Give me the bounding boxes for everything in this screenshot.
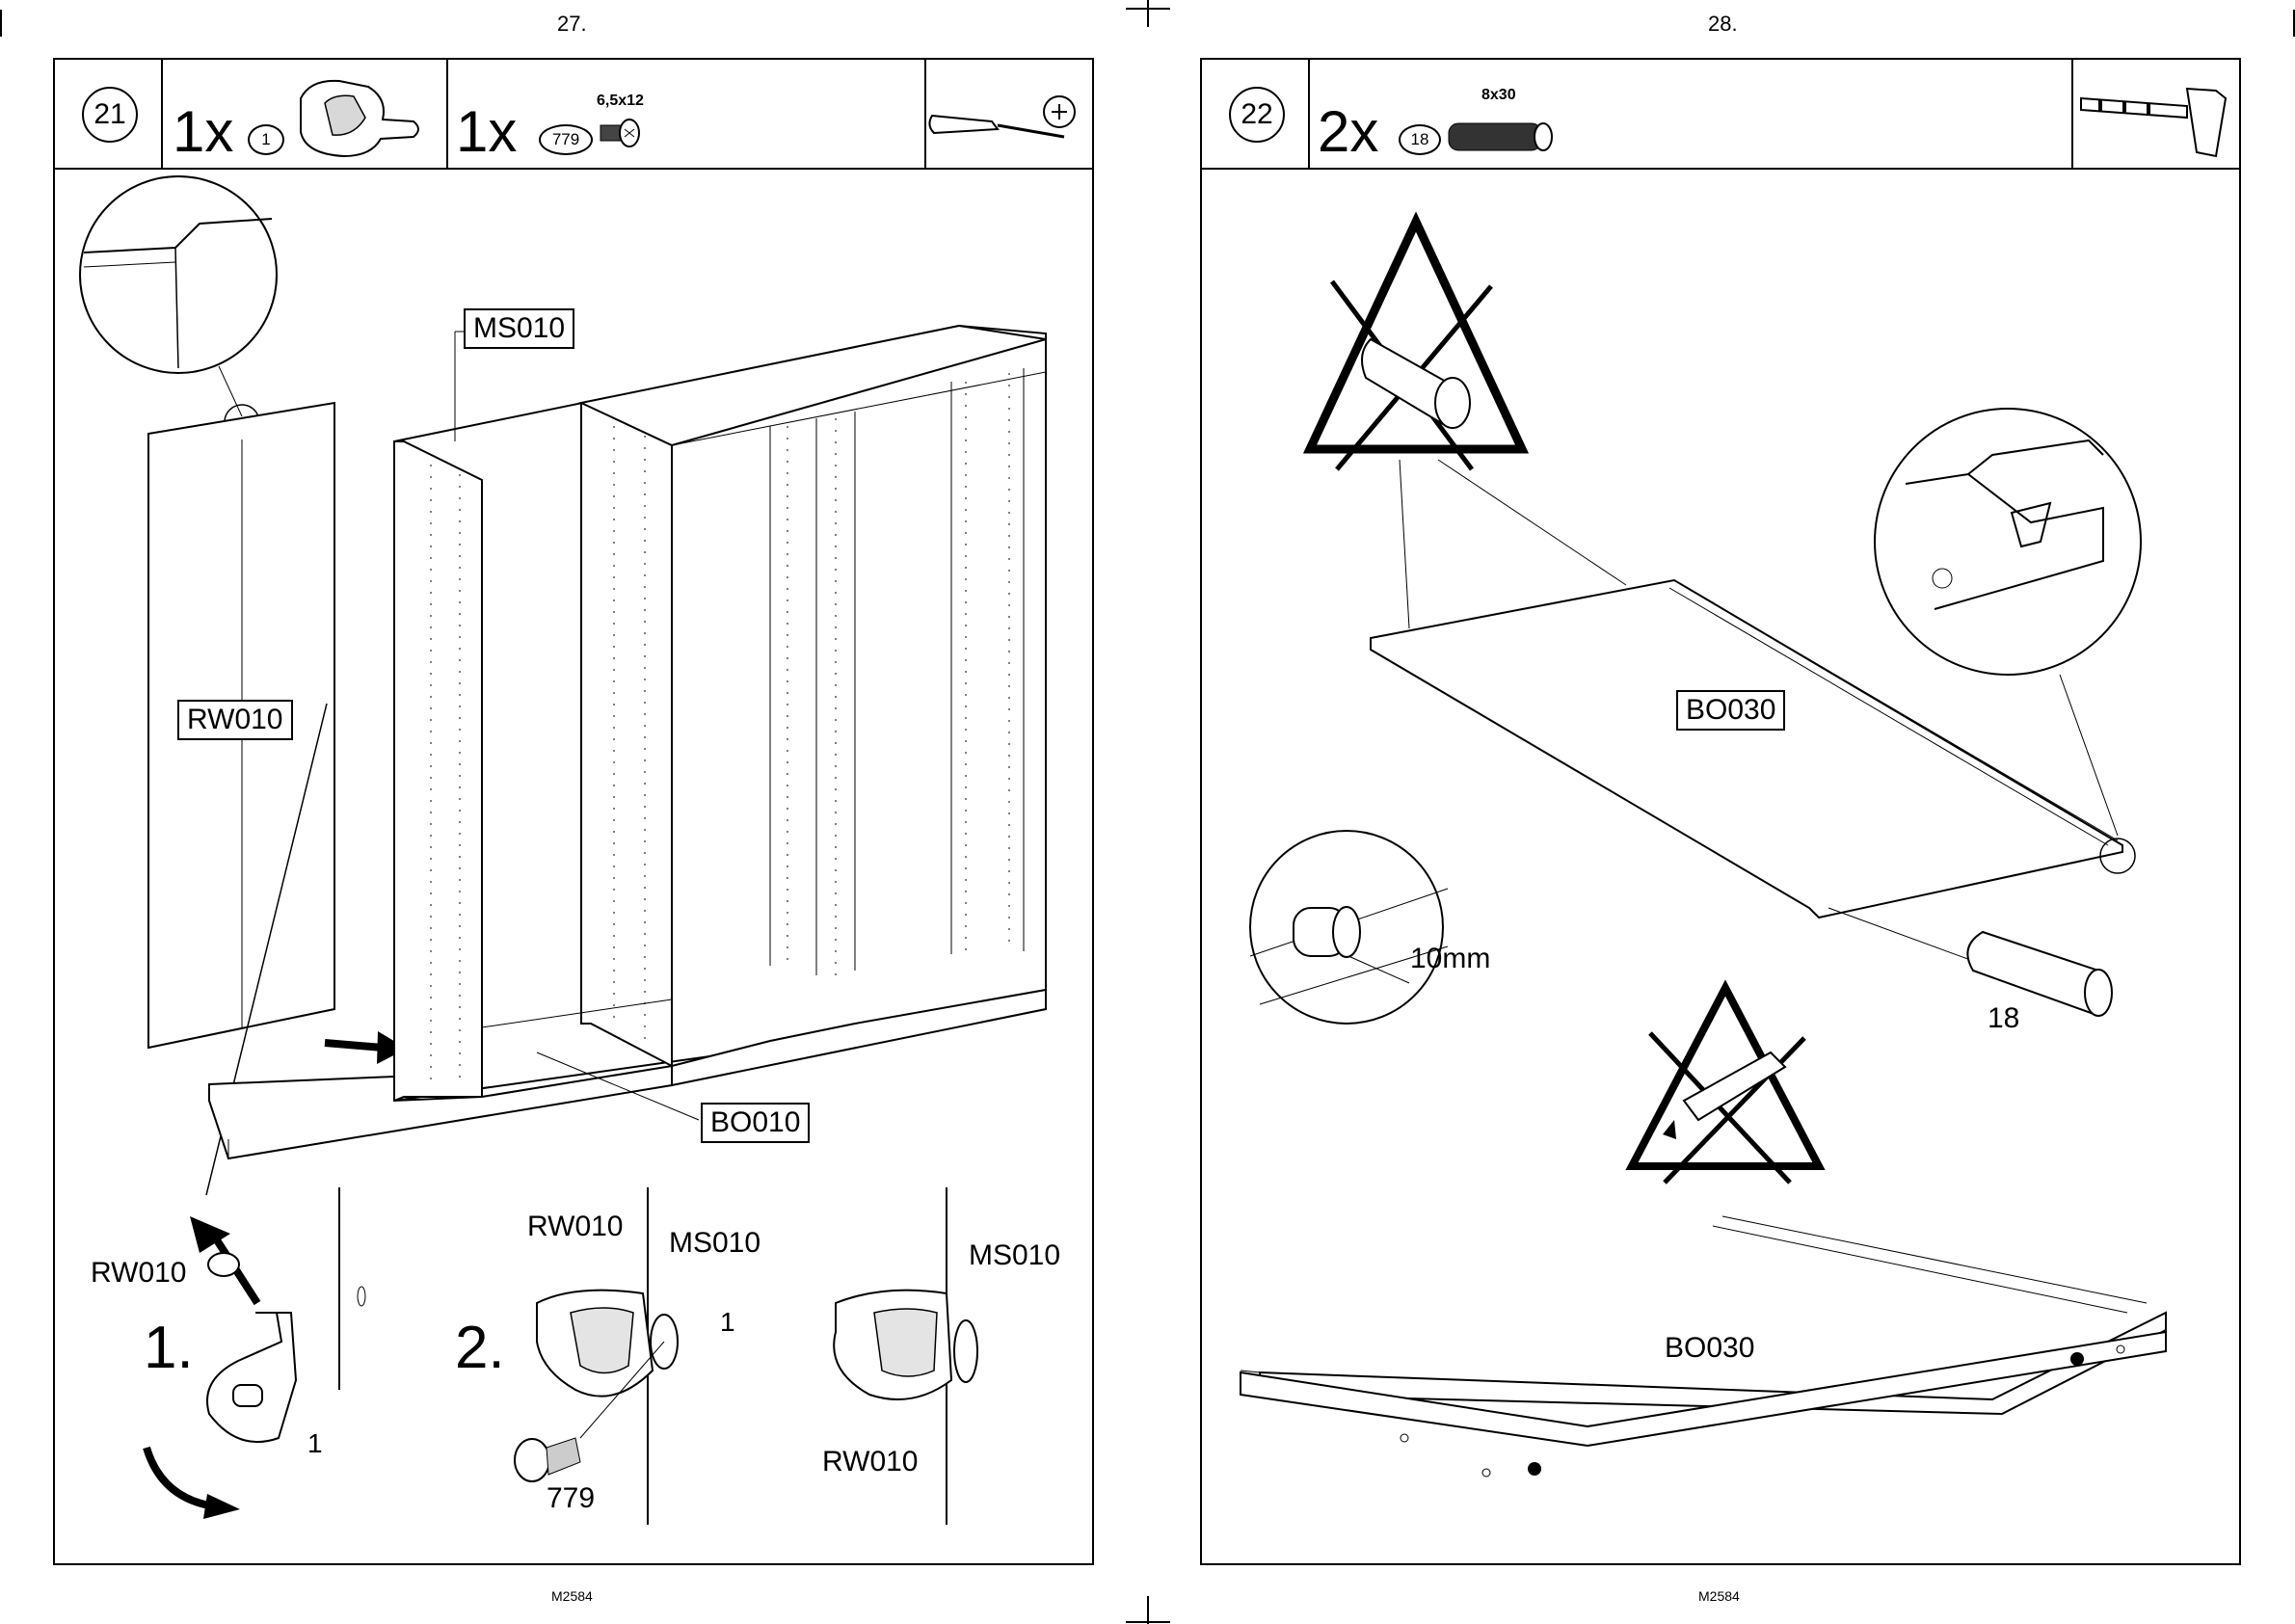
crop-mark	[0, 10, 2, 37]
label-part1-detail2: 1	[720, 1309, 735, 1336]
label-ms010: MS010	[464, 308, 574, 349]
detail-magnifier	[1875, 409, 2141, 675]
step-21-panel: 21 1x 1 1x 779 6,5x12	[53, 58, 1094, 1565]
step-22-panel: 22 2x 18 8x30	[1200, 58, 2241, 1565]
step-label-2: 2.	[455, 1318, 505, 1378]
label-rw010-detail3: RW010	[822, 1448, 919, 1477]
label-bo030-bottom: BO030	[1665, 1334, 1754, 1363]
label-10mm: 10mm	[1410, 945, 1490, 973]
document-code: M2584	[551, 1588, 593, 1604]
crop-mark	[1126, 1621, 1170, 1623]
label-rw010-detail2: RW010	[527, 1212, 624, 1241]
label-bo030: BO030	[1676, 690, 1785, 731]
label-part1-detail1: 1	[307, 1430, 323, 1457]
page-number: 28.	[1708, 12, 1738, 37]
document-code: M2584	[1698, 1588, 1740, 1604]
label-rw010: RW010	[177, 700, 293, 740]
assembly-illustration	[55, 60, 1092, 1563]
label-ms010-detail2: MS010	[669, 1229, 761, 1258]
step-label-1: 1.	[144, 1318, 194, 1378]
crop-mark	[1147, 0, 1149, 27]
label-779: 779	[547, 1484, 595, 1513]
label-rw010-detail1: RW010	[91, 1259, 187, 1288]
crop-mark	[1147, 1596, 1149, 1624]
crop-mark	[1126, 8, 1170, 10]
warning-triangle-icon	[1310, 222, 1522, 449]
label-ms010-detail3: MS010	[969, 1241, 1060, 1270]
label-bo010: BO010	[701, 1103, 810, 1143]
label-18: 18	[1988, 1004, 2019, 1033]
page-number: 27.	[557, 12, 587, 37]
